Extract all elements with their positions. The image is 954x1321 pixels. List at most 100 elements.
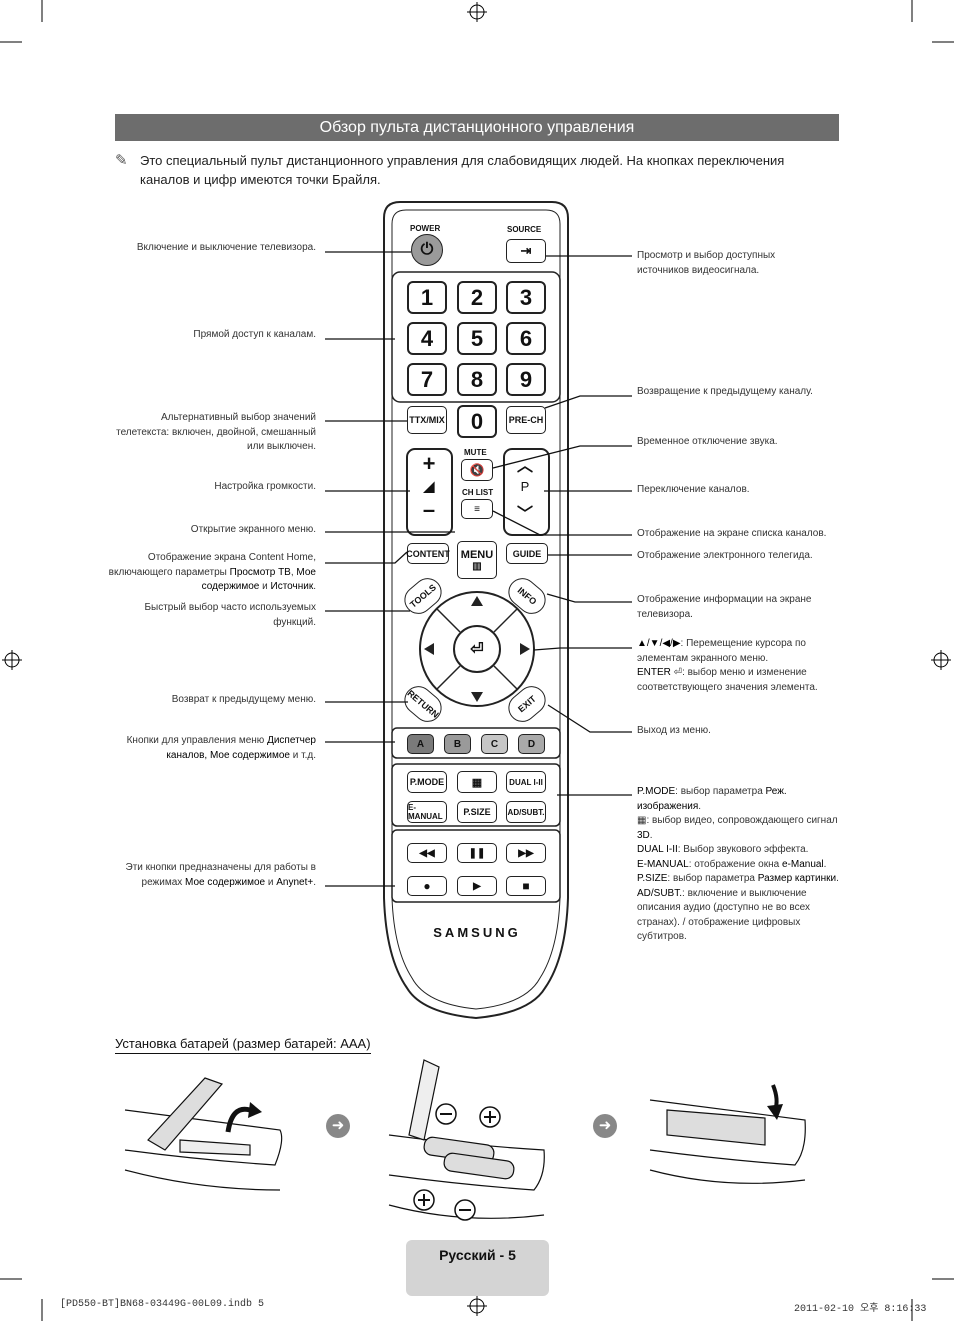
- color-c-button[interactable]: C: [481, 734, 508, 754]
- power-button[interactable]: ⏻: [411, 234, 443, 266]
- mute-button[interactable]: 🔇: [461, 459, 493, 481]
- label-arrows: ▲/▼/◀/▶: Перемещение курсора по элемента…: [637, 637, 832, 666]
- pre-ch-button[interactable]: PRE-CH: [506, 406, 546, 434]
- pause-button[interactable]: ❚❚: [457, 843, 497, 863]
- label-return: Возврат к предыдущему меню.: [171, 694, 316, 705]
- p-mode-button[interactable]: P.MODE: [407, 771, 447, 793]
- menu-button[interactable]: MENU ▥: [457, 541, 497, 579]
- label-enter-text-2: : выбор меню и изменение соответствующег…: [637, 667, 818, 693]
- digit-3-button[interactable]: 3: [506, 281, 546, 314]
- volume-up-button[interactable]: +: [410, 451, 448, 476]
- label-emanual: E-MANUAL: отображение окна e-Manual.: [637, 858, 842, 873]
- battery-step-2-illustration: [388, 1059, 545, 1221]
- label-media-text-2: Мое содержимое: [185, 876, 266, 888]
- label-video3d-text-3: .: [649, 829, 653, 841]
- label-colors-text-1: Кнопки для управления меню: [126, 735, 268, 746]
- section-title: Обзор пульта дистанционного управления: [115, 114, 839, 141]
- label-content-text-3: ,: [290, 566, 297, 578]
- brand-logo: SAMSUNG: [433, 925, 521, 940]
- label-psize-text-4: .: [836, 873, 839, 884]
- power-caption: POWER: [410, 224, 441, 233]
- label-adsubt: AD/SUBT.: включение и выключение описани…: [637, 887, 842, 945]
- dual-button[interactable]: DUAL I-II: [506, 771, 546, 793]
- color-d-button[interactable]: D: [518, 734, 545, 754]
- color-b-button[interactable]: B: [444, 734, 471, 754]
- note-text: Это специальный пульт дистанционного упр…: [140, 153, 785, 187]
- label-content-text-1: Отображение экрана Content Home, включаю…: [108, 552, 316, 578]
- label-dual-text-2: : Выбор звукового эффекта.: [677, 844, 809, 855]
- next-step-arrow-icon-2: ➜: [593, 1114, 617, 1138]
- page-number-tab: Русский - 5: [406, 1240, 549, 1296]
- digit-8-button[interactable]: 8: [457, 363, 497, 396]
- registration-mark-bottom: [467, 1296, 487, 1316]
- channel-label: P: [506, 476, 544, 496]
- guide-button[interactable]: GUIDE: [506, 543, 548, 564]
- label-pmode-text-1: P.MODE: [637, 786, 676, 797]
- digit-0-button[interactable]: 0: [457, 405, 497, 438]
- label-mute: Временное отключение звука.: [637, 436, 778, 447]
- battery-step-1-illustration: [124, 1077, 283, 1191]
- play-button[interactable]: ▶: [457, 876, 497, 896]
- label-functions: P.MODE: выбор параметра Реж. изображения…: [637, 785, 842, 945]
- volume-down-button[interactable]: –: [410, 497, 448, 522]
- label-pmode: P.MODE: выбор параметра Реж. изображения…: [637, 785, 842, 814]
- record-button[interactable]: ●: [407, 876, 447, 896]
- registration-mark-left: [2, 650, 22, 670]
- label-info: Отображение информации на экране телевиз…: [637, 594, 812, 620]
- ch-list-button[interactable]: ≡: [461, 499, 493, 519]
- label-colors-text-2: Диспетчер каналов, Мое содержимое: [166, 735, 316, 761]
- label-content-text-2: Просмотр ТВ: [229, 566, 291, 578]
- digit-7-button[interactable]: 7: [407, 363, 447, 396]
- label-media-text-3: и: [265, 876, 277, 888]
- label-content-text-4: Мое содержимое: [201, 566, 316, 593]
- video-3d-icon: ▦: [637, 815, 647, 826]
- source-button[interactable]: ⇥: [506, 239, 546, 263]
- label-colors-text-3: и т.д.: [289, 749, 316, 761]
- label-media-text-4: Anynet+: [276, 876, 314, 888]
- label-emanual-text-1: E-MANUAL: [637, 858, 689, 870]
- channel-up-button[interactable]: ︿: [506, 452, 544, 476]
- content-button[interactable]: CONTENT: [406, 543, 450, 564]
- pencil-note-icon: ✎: [115, 152, 128, 169]
- label-content-text-7: .: [313, 581, 316, 592]
- ch-list-caption: CH LIST: [462, 488, 494, 497]
- color-a-button[interactable]: A: [407, 734, 434, 754]
- p-size-button[interactable]: P.SIZE: [457, 801, 497, 823]
- label-adsubt-text-1: AD/SUBT.: [637, 887, 683, 899]
- label-video3d-text-2: 3D: [637, 829, 650, 841]
- label-content-text-6: Источник: [270, 581, 314, 592]
- stop-button[interactable]: ■: [506, 876, 546, 896]
- digit-9-button[interactable]: 9: [506, 363, 546, 396]
- label-media-text-1: Эти кнопки предназначены для работы в ре…: [125, 862, 317, 888]
- video-3d-button[interactable]: ▦: [457, 771, 497, 793]
- footer-date: 2011-02-10 오후 8:16:33: [794, 1304, 927, 1315]
- volume-icon: ◢: [410, 476, 448, 496]
- channel-down-button[interactable]: ﹀: [506, 500, 544, 524]
- label-exit: Выход из меню.: [637, 725, 711, 736]
- e-manual-button[interactable]: E-MANUAL: [407, 801, 447, 823]
- label-tools: Быстрый выбор часто используемых функций…: [144, 602, 316, 628]
- digit-2-button[interactable]: 2: [457, 281, 497, 314]
- ad-subt-button[interactable]: AD/SUBT.: [506, 801, 546, 823]
- enter-button[interactable]: ⏎: [470, 641, 484, 658]
- label-emanual-text-3: e-Manual: [781, 858, 824, 870]
- label-enter-text-1: ENTER: [637, 667, 674, 678]
- rewind-button[interactable]: ◀◀: [407, 843, 447, 863]
- digit-5-button[interactable]: 5: [457, 322, 497, 355]
- label-arrows-text-2: : Перемещение курсора по элементам экран…: [637, 638, 806, 664]
- ttx-mix-label: TTX/MIX: [409, 415, 445, 425]
- digit-4-button[interactable]: 4: [407, 322, 447, 355]
- label-psize-text-1: P.SIZE: [637, 873, 668, 884]
- label-channel: Переключение каналов.: [637, 484, 750, 495]
- battery-section-title: Установка батарей (размер батарей: AAA): [115, 1036, 371, 1054]
- label-digits: Прямой доступ к каналам.: [193, 329, 316, 340]
- ttx-mix-button[interactable]: TTX/MIX: [407, 406, 447, 434]
- menu-icon: ▥: [472, 560, 482, 572]
- label-menu: Открытие экранного меню.: [190, 524, 316, 535]
- fast-forward-button[interactable]: ▶▶: [506, 843, 546, 863]
- digit-6-button[interactable]: 6: [506, 322, 546, 355]
- label-prech: Возвращение к предыдущему каналу.: [637, 386, 813, 397]
- digit-1-button[interactable]: 1: [407, 281, 447, 314]
